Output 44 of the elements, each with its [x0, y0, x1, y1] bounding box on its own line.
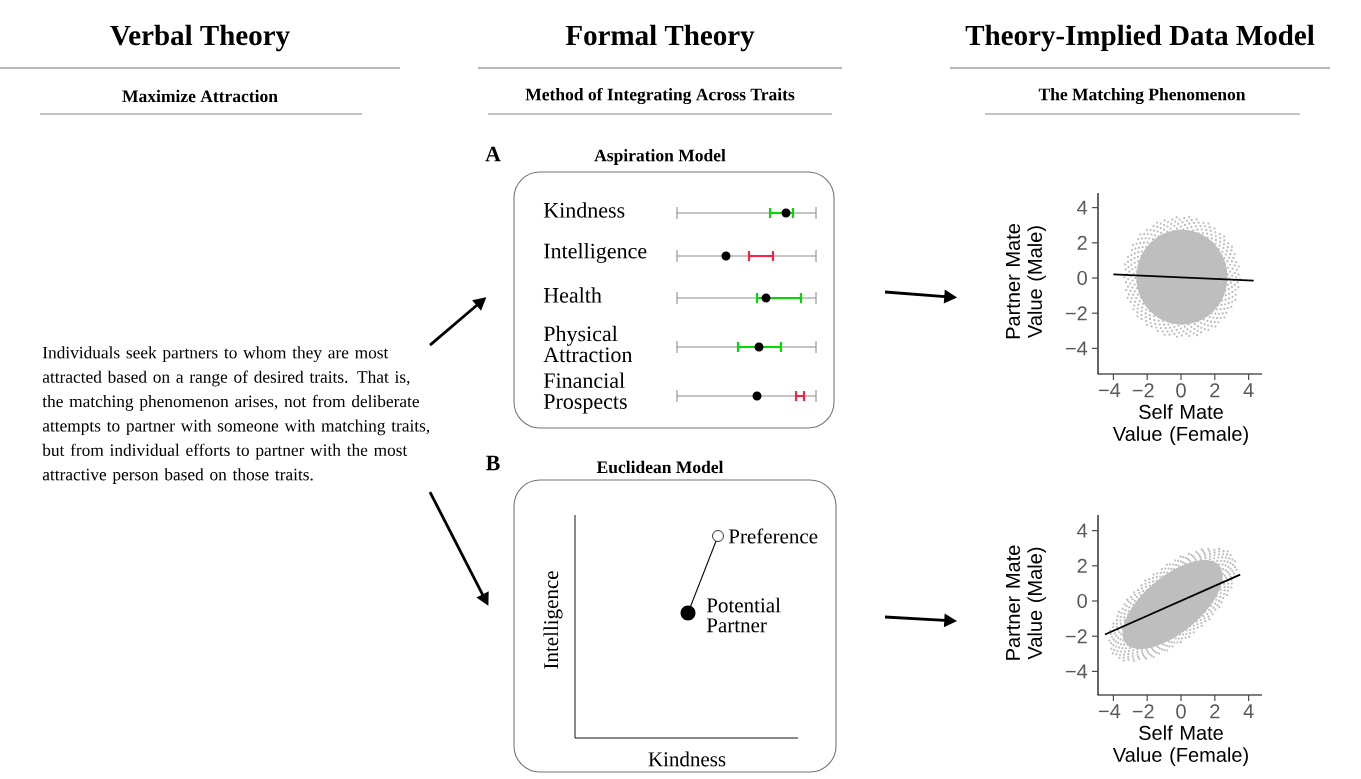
tick-label: 2: [1077, 558, 1087, 573]
column-heading: Verbal Theory: [110, 24, 290, 52]
subheading: The Matching Phenomenon: [1038, 88, 1246, 104]
panel-letter: B: [486, 455, 500, 471]
axis-label: Kindness: [648, 751, 726, 767]
tick-label: 0: [1077, 593, 1087, 609]
tick-label: −4: [1065, 341, 1088, 356]
subheading: Maximize Attraction: [122, 89, 278, 103]
trait-label: Physical Attraction: [543, 325, 633, 363]
panel-letter: A: [485, 146, 501, 162]
tick-label: 4: [1243, 704, 1254, 719]
tick-label: 0: [1176, 383, 1186, 398]
axis-title: Partner Mate Value (Male): [1006, 224, 1046, 339]
column-heading: Formal Theory: [565, 24, 755, 52]
tick-label: 0: [1077, 270, 1087, 286]
tick-label: 4: [1077, 523, 1088, 538]
tick-label: 2: [1210, 704, 1220, 719]
tick-label: 4: [1243, 383, 1254, 398]
tick-label: −4: [1099, 383, 1121, 398]
trait-label: Health: [543, 287, 602, 303]
trait-label: Financial Prospects: [543, 372, 627, 414]
panel-title: Aspiration Model: [594, 149, 726, 165]
tick-label: 4: [1077, 200, 1088, 215]
axis-title: Partner Mate Value (Male): [1006, 545, 1046, 660]
panel-title: Euclidean Model: [596, 460, 724, 474]
tick-label: −2: [1132, 704, 1154, 719]
tick-label: 0: [1176, 704, 1186, 719]
tick-label: −2: [1065, 629, 1087, 644]
description-text: Individuals seek partners to whom they are most attracted based on a range of desired traits. That is, the matching phenomenon arises, not from deliberate attempts to partner with someone with matching traits, but from individual efforts to partner with the most attractive person based on those traits.: [42, 346, 430, 484]
tick-label: 2: [1077, 235, 1087, 250]
trait-label: Intelligence: [544, 243, 647, 263]
point-label: Preference: [728, 528, 818, 544]
trait-label: Kindness: [543, 202, 625, 218]
axis-label: Intelligence: [543, 571, 563, 669]
tick-label: −4: [1065, 664, 1088, 679]
column-heading: Theory-Implied Data Model: [965, 24, 1315, 52]
subheading: Method of Integrating Across Traits: [525, 87, 795, 105]
tick-label: −2: [1132, 383, 1154, 398]
tick-label: 2: [1210, 383, 1220, 398]
tick-label: −2: [1065, 306, 1087, 321]
axis-title: Self Mate Value (Female): [1112, 404, 1248, 445]
point-label: Potential Partner: [706, 597, 781, 633]
axis-title: Self Mate Value (Female): [1112, 725, 1248, 766]
tick-label: −4: [1099, 704, 1121, 719]
